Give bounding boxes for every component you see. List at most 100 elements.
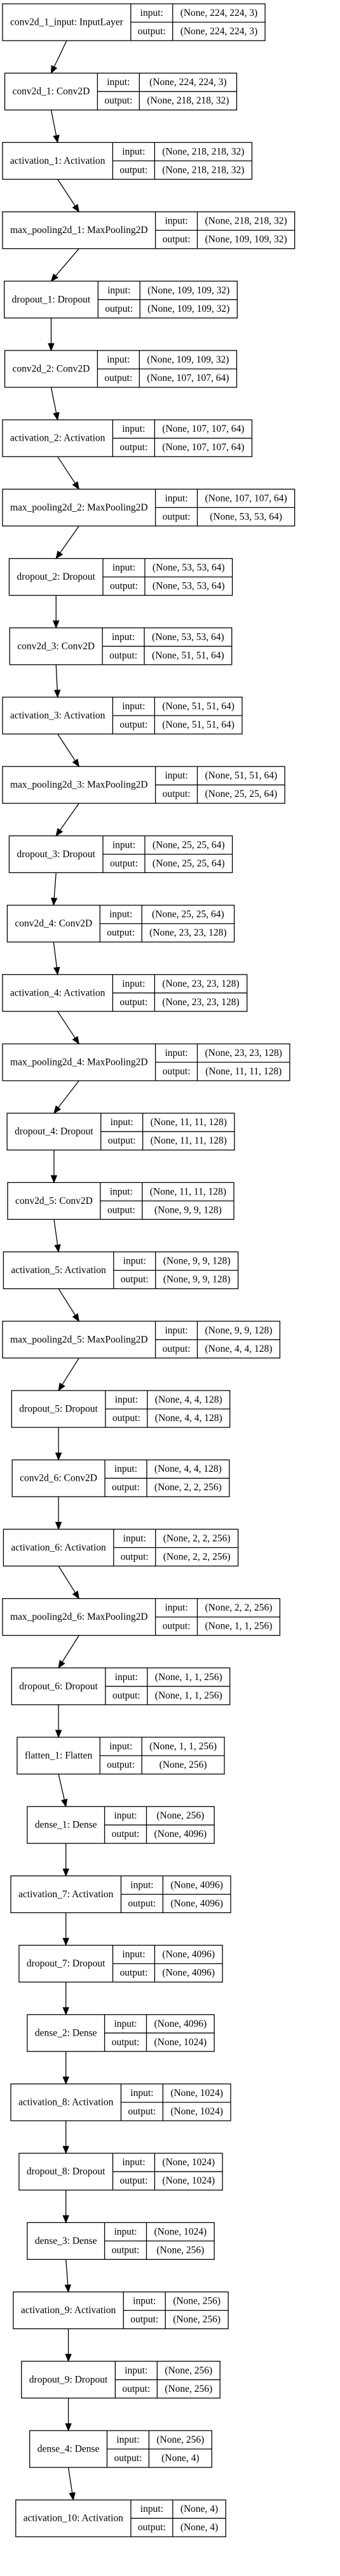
arrowhead (58, 1382, 65, 1392)
layer-node: activation_4: Activationinput:output:(No… (2, 974, 248, 1012)
arrow-shaft (57, 733, 76, 761)
input-shape: (None, 1, 1, 256) (149, 1741, 217, 1752)
output-shape: (None, 1024) (162, 2175, 215, 2186)
layer-name: max_pooling2d_5: MaxPooling2D (10, 1334, 148, 1345)
input-label: input: (122, 146, 145, 157)
arrowhead (54, 1244, 61, 1253)
input-label: input: (107, 354, 130, 365)
connection-arrow (62, 1843, 69, 1877)
layer-name: conv2d_6: Conv2D (20, 1473, 97, 1484)
arrowhead (53, 690, 61, 698)
output-label: output: (114, 2453, 142, 2464)
output-label: output: (122, 2384, 150, 2394)
input-label: input: (114, 1464, 137, 1474)
output-shape: (None, 4096) (170, 1898, 223, 1909)
arrowhead (58, 1660, 65, 1669)
connection-arrow (50, 40, 67, 74)
layer-name: max_pooling2d_6: MaxPooling2D (10, 1612, 148, 1622)
connection-arrow (62, 1912, 69, 1946)
output-shape: (None, 1, 1, 256) (205, 1621, 273, 1632)
output-shape: (None, 256) (160, 1759, 207, 1770)
input-shape: (None, 53, 53, 64) (152, 632, 224, 643)
input-label: input: (123, 1256, 146, 1267)
connection-arrow (50, 110, 60, 143)
layer-name: activation_1: Activation (10, 156, 105, 166)
input-label: input: (110, 1186, 133, 1197)
layer-name: activation_5: Activation (11, 1265, 106, 1276)
layer-name: conv2d_1: Conv2D (13, 86, 90, 97)
input-shape: (None, 1024) (162, 2157, 215, 2168)
output-label: output: (105, 304, 133, 314)
arrow-shaft (53, 1219, 58, 1245)
output-label: output: (138, 2522, 166, 2533)
connection-arrow (57, 456, 80, 490)
arrowhead (53, 966, 60, 976)
layer-name: conv2d_4: Conv2D (15, 918, 92, 929)
output-shape: (None, 23, 23, 128) (149, 928, 226, 938)
layer-node: max_pooling2d_5: MaxPooling2Dinput:outpu… (2, 1321, 281, 1359)
output-label: output: (109, 650, 137, 661)
connection-arrow (58, 1358, 79, 1392)
layer-node: activation_10: Activationinput:output:(N… (15, 2499, 226, 2537)
connection-arrow (64, 2259, 71, 2293)
input-shape: (None, 2, 2, 256) (163, 1533, 231, 1544)
input-label: input: (165, 1603, 187, 1613)
output-label: output: (104, 95, 132, 106)
output-label: output: (112, 1690, 140, 1701)
arrowhead (52, 620, 60, 629)
output-label: output: (119, 2175, 147, 2186)
input-label: input: (116, 2434, 139, 2445)
layer-name: max_pooling2d_2: MaxPooling2D (10, 502, 148, 513)
output-label: output: (163, 234, 191, 245)
layer-node: activation_3: Activationinput:output:(No… (2, 697, 243, 735)
output-shape: (None, 1024) (170, 2106, 223, 2117)
connection-arrow (53, 664, 61, 698)
input-label: input: (114, 2019, 137, 2029)
output-shape: (None, 224, 224, 3) (180, 26, 257, 37)
output-shape: (None, 109, 109, 32) (205, 234, 287, 245)
arrowhead (55, 1452, 62, 1461)
output-label: output: (112, 1482, 140, 1493)
output-label: output: (112, 2037, 140, 2048)
input-shape: (None, 4, 4, 128) (154, 1464, 222, 1474)
output-label: output: (119, 997, 147, 1008)
input-shape: (None, 53, 53, 64) (153, 563, 225, 573)
layer-name: dropout_3: Dropout (17, 849, 95, 860)
connection-arrow (55, 1704, 62, 1738)
arrowhead (62, 2215, 69, 2224)
input-label: input: (114, 2226, 137, 2237)
input-label: input: (165, 1325, 187, 1336)
connection-arrow (62, 2051, 69, 2085)
input-label: input: (133, 2296, 156, 2307)
arrow-shaft (57, 456, 76, 484)
output-shape: (None, 9, 9, 128) (163, 1274, 231, 1285)
arrowhead (62, 2146, 69, 2154)
arrow-shaft (53, 40, 67, 67)
input-shape: (None, 256) (173, 2296, 221, 2307)
layer-name: flatten_1: Flatten (25, 1751, 93, 1761)
connection-arrow (57, 179, 80, 213)
connection-arrow (67, 2467, 76, 2501)
layer-name: activation_8: Activation (18, 2097, 114, 2108)
layer-node: activation_5: Activationinput:output:(No… (3, 1251, 239, 1290)
output-shape: (None, 2, 2, 256) (154, 1482, 222, 1493)
output-label: output: (163, 511, 191, 522)
output-shape: (None, 109, 109, 32) (147, 304, 229, 314)
output-shape: (None, 53, 53, 64) (210, 511, 282, 522)
layer-name: activation_6: Activation (11, 1542, 106, 1553)
output-shape: (None, 11, 11, 128) (205, 1066, 282, 1077)
input-shape: (None, 1024) (154, 2226, 207, 2237)
input-shape: (None, 11, 11, 128) (150, 1186, 226, 1197)
layer-name: dropout_8: Dropout (27, 2166, 105, 2177)
output-shape: (None, 51, 51, 64) (152, 650, 224, 661)
output-label: output: (163, 1621, 191, 1632)
arrowhead (53, 411, 60, 421)
arrowhead (53, 135, 60, 143)
output-shape: (None, 107, 107, 64) (147, 373, 229, 384)
arrow-shaft (53, 942, 57, 968)
input-shape: (None, 51, 51, 64) (205, 770, 278, 781)
